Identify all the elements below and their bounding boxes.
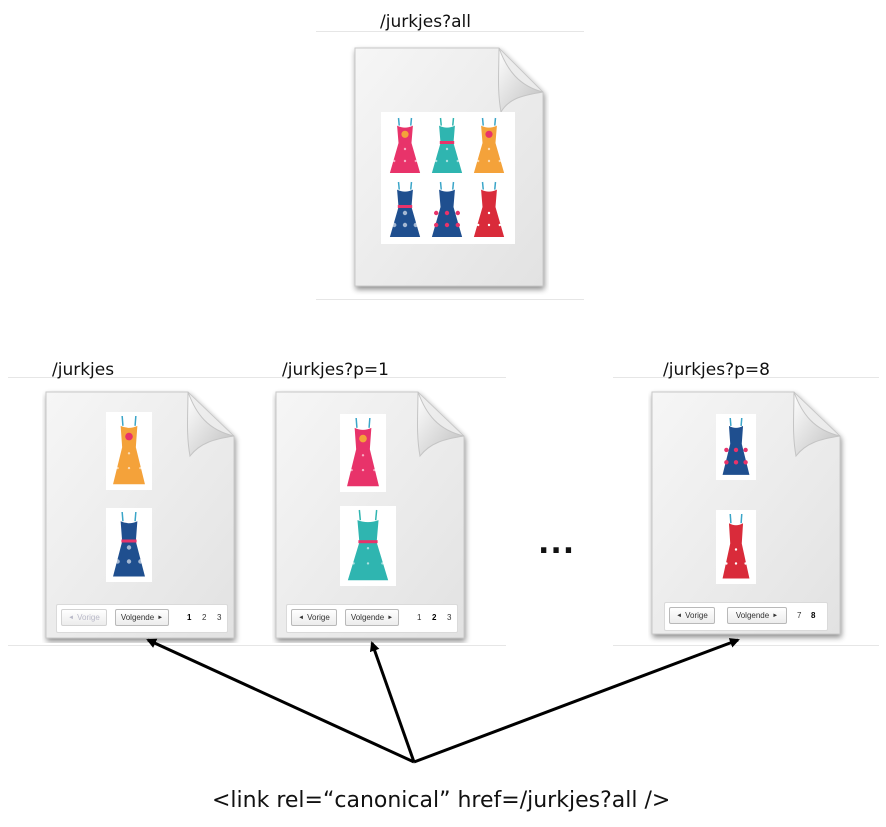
ellipsis: ... <box>538 526 576 561</box>
dress-tile <box>716 414 756 480</box>
page-number-link[interactable]: 7 <box>797 611 802 620</box>
canonical-link-tag: <link rel=“canonical” href=/jurkjes?all … <box>212 788 671 813</box>
navy-floral-dress <box>722 417 750 475</box>
top-doc-url-label: /jurkjes?all <box>380 12 471 32</box>
page-number-link[interactable]: 2 <box>432 613 437 622</box>
arrow-to-page-1 <box>146 638 415 764</box>
next-button[interactable]: Volgende► <box>115 609 169 626</box>
divider <box>8 645 506 646</box>
dress-tile <box>106 508 152 582</box>
prev-button[interactable]: ◄Vorige <box>61 609 107 626</box>
dress-grid-tile <box>381 112 515 244</box>
page-number-link[interactable]: 3 <box>447 613 452 622</box>
next-arrow-icon: ► <box>157 614 164 621</box>
arrow-to-page-8 <box>413 638 740 764</box>
grid-dress <box>473 181 505 237</box>
dress-tile <box>716 510 756 584</box>
next-arrow-icon: ► <box>387 614 394 621</box>
prev-button[interactable]: ◄Vorige <box>669 607 715 624</box>
prev-arrow-icon: ◄ <box>676 612 683 619</box>
grid-dress <box>389 181 421 237</box>
divider <box>8 377 506 378</box>
pagination-bar: ◄Vorige Volgende► 7 8 <box>664 602 828 631</box>
divider <box>613 645 879 646</box>
pagination-bar: ◄Vorige Volgende► 1 2 3 <box>286 604 458 633</box>
next-button[interactable]: Volgende► <box>727 607 787 624</box>
page-number-link[interactable]: 2 <box>202 613 207 622</box>
prev-arrow-icon: ◄ <box>298 614 305 621</box>
document-page-jurkjes-p8: ◄Vorige Volgende► 7 8 <box>648 388 848 643</box>
page-url-label: /jurkjes?p=1 <box>282 360 389 380</box>
divider <box>613 377 879 378</box>
document-page-jurkjes-p1: ◄Vorige Volgende► 1 2 3 <box>272 388 472 643</box>
teal-dress <box>347 509 389 581</box>
grid-dress <box>431 181 463 237</box>
divider <box>316 31 584 32</box>
pagination-bar: ◄Vorige Volgende► 1 2 3 <box>56 604 228 633</box>
prev-arrow-icon: ◄ <box>68 614 75 621</box>
prev-button[interactable]: ◄Vorige <box>291 609 337 626</box>
pink-sun-dress <box>347 417 379 487</box>
dress-tile <box>340 414 386 492</box>
grid-dress <box>431 117 463 173</box>
dress-tile <box>340 506 396 586</box>
next-arrow-icon: ► <box>772 612 779 619</box>
page-number-link[interactable]: 8 <box>811 611 816 620</box>
red-dotted-dress <box>722 513 750 579</box>
document-page-jurkjes: ◄Vorige Volgende► 1 2 3 <box>42 388 242 643</box>
grid-dress <box>389 117 421 173</box>
navy-halter-dress <box>113 511 145 577</box>
orange-dress <box>113 415 145 485</box>
document-all-page <box>349 40 549 295</box>
page-url-label: /jurkjes <box>52 360 115 380</box>
page-number-link[interactable]: 1 <box>417 613 422 622</box>
dress-tile <box>106 412 152 490</box>
page-number-link[interactable]: 1 <box>187 613 192 622</box>
page-url-label: /jurkjes?p=8 <box>663 360 770 380</box>
grid-dress <box>473 117 505 173</box>
arrow-to-page-2 <box>369 641 416 763</box>
divider <box>316 299 584 300</box>
dress-grid <box>389 117 505 237</box>
next-button[interactable]: Volgende► <box>345 609 399 626</box>
page-number-link[interactable]: 3 <box>217 613 222 622</box>
